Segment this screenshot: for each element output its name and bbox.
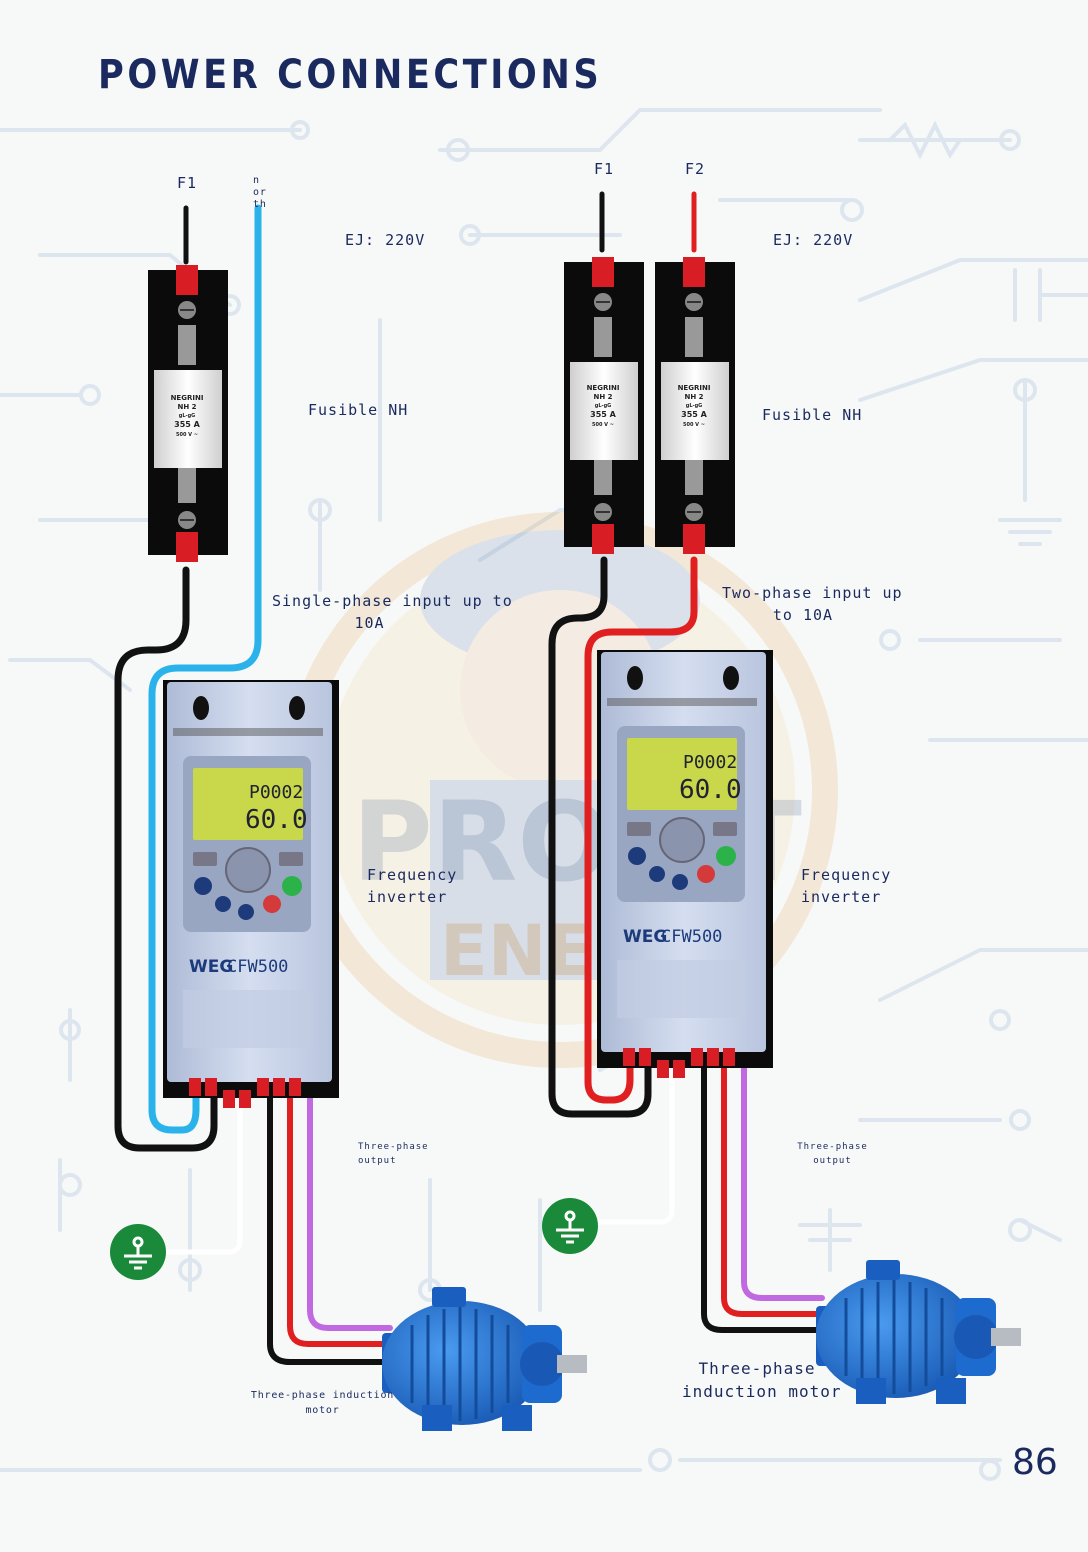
- right-voltage-label: EJ: 220V: [773, 231, 854, 249]
- svg-text:355 A: 355 A: [174, 420, 200, 429]
- page-number: 86: [1012, 1442, 1058, 1483]
- right-fuse-label-f2: F2: [685, 160, 706, 178]
- right-output-w1: [701, 1059, 825, 1333]
- ground-icon: [108, 1222, 168, 1282]
- svg-text:NEGRINI: NEGRINI: [678, 384, 711, 392]
- svg-text:NH 2: NH 2: [593, 393, 612, 401]
- right-motor: [814, 1258, 1023, 1406]
- svg-text:P0002: P0002: [683, 752, 737, 773]
- svg-text:gL-gG: gL-gG: [686, 403, 703, 409]
- left-fuse-text: NEGRINI NH 2 gL-gG 355 A 500 V ~: [171, 394, 204, 438]
- left-motor: [380, 1285, 589, 1433]
- svg-text:355 A: 355 A: [590, 410, 616, 419]
- left-frequency-inverter: P0002 60.0 WEG CFW500: [163, 680, 339, 1108]
- svg-text:CFW500: CFW500: [661, 927, 722, 947]
- right-frequency-inverter: P0002 60.0 WEG CFW500: [597, 650, 773, 1078]
- svg-text:500 V ~: 500 V ~: [176, 432, 198, 438]
- svg-text:500 V ~: 500 V ~: [683, 422, 705, 428]
- right-fused-black: [548, 556, 652, 1118]
- left-neutral-wire: [148, 204, 262, 1134]
- left-fuse-type-label: Fusible NH: [308, 401, 409, 419]
- right-output-label: Three-phase output: [797, 1142, 868, 1166]
- run-button-icon: [282, 876, 302, 896]
- left-output-w1: [267, 1092, 393, 1365]
- right-fuse-type-label: Fusible NH: [762, 406, 863, 424]
- right-ground-wire: [595, 1059, 675, 1225]
- svg-text:355 A: 355 A: [681, 410, 707, 419]
- left-output-w2: [287, 1092, 393, 1347]
- right-output-w2: [721, 1059, 825, 1317]
- left-ground-wire: [162, 1092, 243, 1255]
- left-input-label: Single-phase input up to 10A: [272, 592, 513, 632]
- svg-text:CFW500: CFW500: [227, 957, 288, 977]
- left-motor-label: Three-phase induction motor: [250, 1390, 395, 1416]
- svg-text:gL-gG: gL-gG: [595, 403, 612, 409]
- left-inverter-label: Frequency inverter: [367, 866, 458, 906]
- svg-text:NEGRINI: NEGRINI: [171, 394, 204, 402]
- stop-button-icon: [263, 895, 281, 913]
- svg-text:60.0: 60.0: [245, 805, 308, 835]
- right-inverter-label: Frequency inverter: [801, 866, 892, 906]
- right-input-label: Two-phase input up to 10A: [722, 584, 903, 624]
- svg-text:500 V ~: 500 V ~: [592, 422, 614, 428]
- left-output-label: Three-phase output: [358, 1142, 429, 1166]
- svg-text:WEG: WEG: [623, 927, 667, 947]
- right-fused-red: [584, 556, 698, 1104]
- svg-text:NH 2: NH 2: [684, 393, 703, 401]
- left-voltage-label: EJ: 220V: [345, 231, 426, 249]
- right-motor-label: Three-phase induction motor: [682, 1359, 842, 1401]
- svg-text:P0002: P0002: [249, 782, 303, 803]
- svg-text:gL-gG: gL-gG: [179, 413, 196, 419]
- left-neutral-label: n or th: [253, 175, 267, 210]
- left-fuse-label-f1: F1: [177, 174, 198, 192]
- left-fused-wire: [114, 566, 218, 1152]
- page-title: POWER CONNECTIONS: [98, 52, 603, 98]
- ground-icon: [540, 1196, 600, 1256]
- svg-text:NH 2: NH 2: [177, 403, 196, 411]
- svg-text:WEG: WEG: [189, 957, 233, 977]
- left-output-w3: [307, 1092, 393, 1331]
- right-fuse-label-f1: F1: [594, 160, 615, 178]
- svg-text:NEGRINI: NEGRINI: [587, 384, 620, 392]
- right-output-w3: [741, 1059, 825, 1301]
- right-fuse-text: NEGRINI NH 2 gL-gG 355 A 500 V ~ NEGRINI…: [587, 384, 711, 428]
- svg-text:60.0: 60.0: [679, 775, 742, 805]
